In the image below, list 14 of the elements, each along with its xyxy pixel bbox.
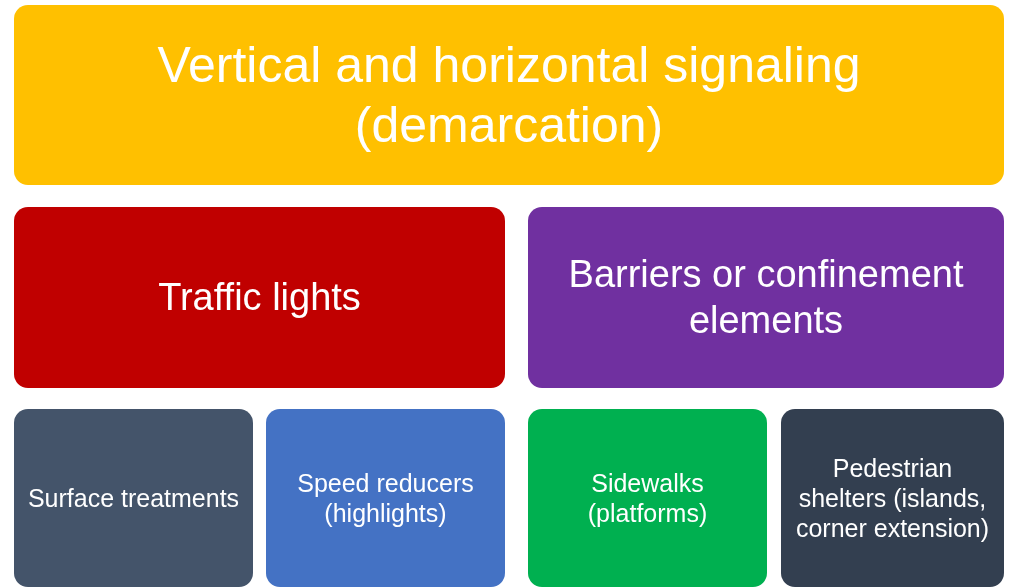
category-label: Speed reducers (highlights): [296, 468, 475, 528]
category-box: [781, 409, 1004, 587]
category-label: Vertical and horizontal signaling (demarcation): [156, 36, 862, 155]
category-label: Traffic lights: [158, 274, 361, 320]
category-label: Surface treatments: [27, 483, 240, 513]
category-box: [14, 5, 1004, 185]
category-box: [528, 207, 1004, 388]
category-label: Sidewalks (platforms): [586, 468, 709, 528]
category-label: Barriers or confinement elements: [567, 251, 965, 343]
category-box: [14, 409, 253, 587]
category-label: Pedestrian shelters (islands, corner extension): [794, 453, 991, 543]
category-box: [14, 207, 505, 388]
category-box: [266, 409, 505, 587]
category-box: [528, 409, 767, 587]
